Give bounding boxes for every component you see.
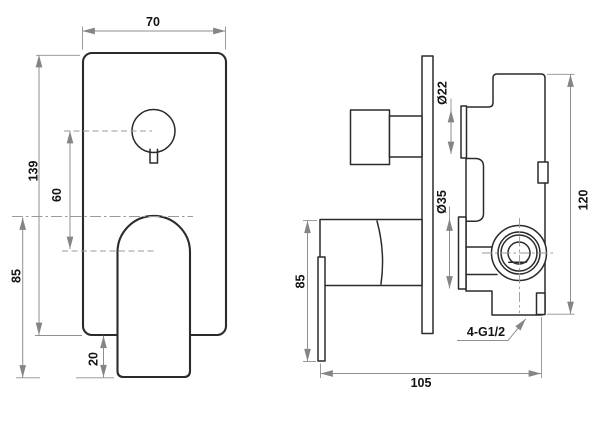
dim-body-height: 120	[547, 73, 591, 315]
side-tab-lower	[535, 292, 546, 316]
side-tab-upper	[537, 161, 549, 184]
side-view	[317, 55, 554, 362]
front-view	[12, 51, 228, 379]
dim-inlet-diameter: Ø22	[436, 81, 455, 154]
dim-knob-offset: 60	[50, 131, 74, 249]
thread-callout: 4-G1/2	[457, 318, 527, 341]
dim-handle-drop: 20	[76, 335, 114, 379]
side-body-waist	[465, 157, 485, 222]
dim-label-handle-drop: 20	[87, 352, 101, 366]
side-outlet-collar	[457, 216, 467, 290]
side-inlet-collar	[460, 105, 468, 159]
dim-label-plate-width: 70	[146, 15, 160, 29]
dim-handle-depth: 85	[294, 220, 317, 362]
dim-overall-depth: 105	[320, 317, 542, 390]
side-dimensions: Ø22 Ø35 120 85 105 4-G1/2	[294, 73, 591, 390]
side-knob-stem	[388, 115, 423, 158]
side-plate	[421, 55, 434, 335]
dim-label-overall-depth: 105	[411, 376, 432, 390]
front-knob-notch	[149, 148, 159, 164]
dim-label-inlet-diameter: Ø22	[436, 81, 450, 105]
side-centerlines	[482, 218, 554, 313]
side-handle-hub-curve	[376, 220, 384, 285]
thread-callout-label: 4-G1/2	[467, 325, 505, 339]
dim-label-knob-offset: 60	[50, 188, 64, 202]
dim-plate-width: 70	[82, 15, 226, 50]
dim-handle-length: 85	[10, 217, 40, 379]
side-body	[465, 73, 546, 316]
front-knob-circle	[131, 108, 176, 154]
dim-label-handle-length: 85	[10, 269, 24, 283]
side-handle-hub	[319, 218, 423, 287]
front-dimensions: 70 139 60 85 20	[10, 15, 226, 379]
dim-label-outlet-diameter: Ø35	[435, 190, 449, 214]
side-knob	[349, 109, 391, 166]
dim-label-handle-depth: 85	[294, 275, 308, 289]
dim-label-body-height: 120	[577, 190, 591, 211]
dim-outlet-diameter: Ø35	[435, 190, 453, 289]
front-handle	[116, 214, 192, 379]
side-lever	[317, 256, 326, 362]
dim-plate-height: 139	[27, 54, 82, 336]
dim-label-plate-height: 139	[27, 161, 41, 182]
